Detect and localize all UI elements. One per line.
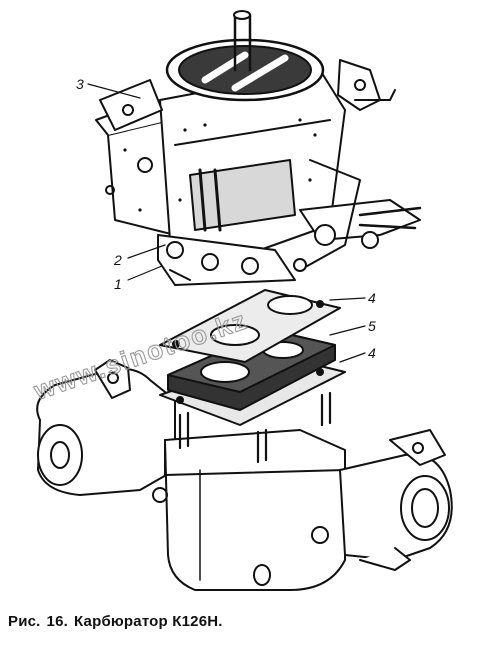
caption-number: 16. xyxy=(46,613,68,630)
intake-manifold xyxy=(36,359,453,591)
caption-title: Карбюратор К126Н. xyxy=(74,613,223,630)
figure-caption: Рис. 16. Карбюратор К126Н. xyxy=(8,613,478,630)
callout-4-upper: 4 xyxy=(368,290,376,306)
caption-prefix: Рис. xyxy=(8,613,41,630)
callout-leaders xyxy=(87,83,366,363)
callout-1: 1 xyxy=(114,276,122,292)
callout-4-lower: 4 xyxy=(368,345,376,361)
callout-3: 3 xyxy=(76,76,84,92)
carburetor xyxy=(95,10,422,286)
callout-5: 5 xyxy=(368,318,376,334)
callout-2: 2 xyxy=(113,252,122,268)
carburetor-illustration: 1 2 3 4 5 4 www.sinotoo.kz xyxy=(29,10,453,591)
upper-gasket xyxy=(159,289,341,363)
